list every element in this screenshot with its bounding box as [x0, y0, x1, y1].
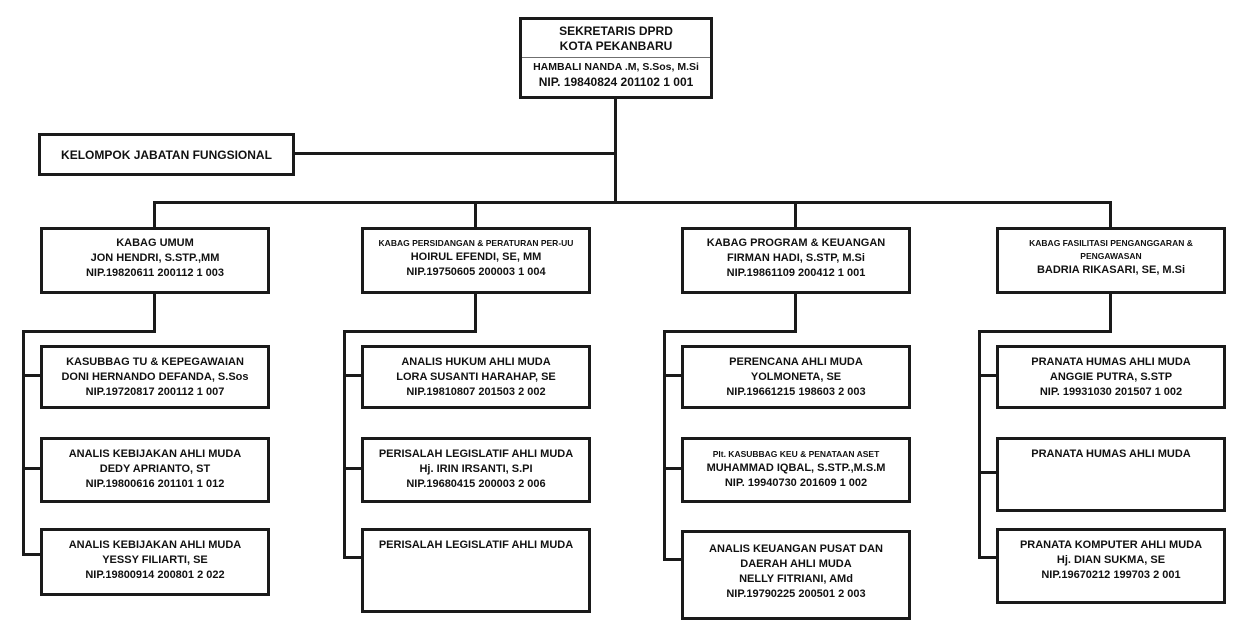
connector-stub-col2-2 — [343, 467, 361, 470]
connector-head-drop-col1 — [153, 293, 156, 333]
sub-title: KASUBBAG TU & KEPEGAWAIAN — [66, 356, 244, 368]
connector-drop-col1 — [153, 201, 156, 228]
head-title: KABAG PERSIDANGAN & PERATURAN PER-UU — [378, 238, 574, 248]
sub-name: DONI HERNANDO DEFANDA, S.Sos — [61, 371, 249, 383]
sub-nip: NIP. 19931030 201507 1 002 — [1039, 386, 1183, 398]
box-sekretaris-dprd: SEKRETARIS DPRD KOTA PEKANBARU HAMBALI N… — [519, 17, 713, 99]
sub-name: LORA SUSANTI HARAHAP, SE — [396, 371, 556, 383]
functional-group-label: KELOMPOK JABATAN FUNGSIONAL — [61, 147, 272, 162]
sub-nip: NIP.19810807 201503 2 002 — [406, 386, 546, 398]
sub-title: Plt. KASUBBAG KEU & PENATAAN ASET — [712, 449, 880, 459]
box-analis-kebijakan-2: ANALIS KEBIJAKAN AHLI MUDA YESSY FILIART… — [40, 528, 270, 596]
connector-stub-col4-1 — [978, 374, 996, 377]
connector-stub-col2-1 — [343, 374, 361, 377]
connector-jog-col1 — [22, 330, 156, 333]
box-plt-kasubbag-keu: Plt. KASUBBAG KEU & PENATAAN ASET MUHAMM… — [681, 437, 911, 503]
connector-stub-col1-2 — [22, 467, 40, 470]
box-kasubbag-tu-kepegawaian: KASUBBAG TU & KEPEGAWAIAN DONI HERNANDO … — [40, 345, 270, 409]
root-title-line1: SEKRETARIS DPRD — [559, 24, 673, 38]
connector-jog-col4 — [978, 330, 1112, 333]
head-title: KABAG FASILITASI PENGANGGARAN & PENGAWAS… — [1029, 238, 1193, 261]
sub-name: YESSY FILIARTI, SE — [102, 554, 208, 566]
head-nip: NIP.19861109 200412 1 001 — [726, 267, 866, 279]
connector-stub-col1-1 — [22, 374, 40, 377]
sub-nip: NIP.19670212 199703 2 001 — [1041, 569, 1181, 581]
root-name: HAMBALI NANDA .M, S.Sos, M.Si — [533, 61, 699, 73]
head-nip: NIP.19820611 200112 1 003 — [85, 267, 225, 279]
connector-spine-col1 — [22, 330, 25, 556]
sub-title: PERENCANA AHLI MUDA — [729, 356, 863, 368]
root-title-line2: KOTA PEKANBARU — [559, 39, 673, 53]
box-kabag-umum: KABAG UMUM JON HENDRI, S.STP.,MM NIP.198… — [40, 227, 270, 294]
connector-stub-col1-3 — [22, 553, 40, 556]
sub-title: PERISALAH LEGISLATIF AHLI MUDA — [378, 448, 574, 460]
sub-nip: NIP.19680415 200003 2 006 — [406, 478, 546, 490]
head-name: FIRMAN HADI, S.STP, M.Si — [727, 252, 865, 264]
sub-nip: NIP. 19940730 201609 1 002 — [724, 477, 868, 489]
sub-nip: NIP.19720817 200112 1 007 — [85, 386, 225, 398]
head-name: HOIRUL EFENDI, SE, MM — [410, 251, 542, 263]
box-pranata-komputer: PRANATA KOMPUTER AHLI MUDA Hj. DIAN SUKM… — [996, 528, 1226, 604]
connector-spine-col2 — [343, 330, 346, 559]
connector-spine-col3 — [663, 330, 666, 561]
connector-stub-col4-3 — [978, 556, 996, 559]
sub-name: NELLY FITRIANI, AMd — [739, 573, 853, 585]
root-nip: NIP. 19840824 201102 1 001 — [538, 75, 694, 89]
sub-name: Hj. DIAN SUKMA, SE — [1056, 554, 1166, 566]
connector-stub-col3-2 — [663, 467, 681, 470]
sub-nip: NIP.19661215 198603 2 003 — [726, 386, 866, 398]
box-analis-hukum: ANALIS HUKUM AHLI MUDA LORA SUSANTI HARA… — [361, 345, 591, 409]
sub-title: ANALIS KEBIJAKAN AHLI MUDA — [68, 448, 242, 460]
head-title: KABAG UMUM — [116, 237, 194, 249]
box-kabag-persidangan: KABAG PERSIDANGAN & PERATURAN PER-UU HOI… — [361, 227, 591, 294]
sub-name: ANGGIE PUTRA, S.STP — [1049, 371, 1173, 383]
head-name: BADRIA RIKASARI, SE, M.Si — [1036, 264, 1186, 276]
box-analis-keuangan: ANALIS KEUANGAN PUSAT DAN DAERAH AHLI MU… — [681, 530, 911, 620]
sub-name: Hj. IRIN IRSANTI, S.PI — [419, 463, 533, 475]
connector-stub-col4-2 — [978, 471, 996, 474]
sub-title: PRANATA KOMPUTER AHLI MUDA — [1019, 539, 1203, 551]
sub-name: YOLMONETA, SE — [750, 371, 842, 383]
box-pranata-humas-2: PRANATA HUMAS AHLI MUDA — [996, 437, 1226, 512]
box-perisalah-legislatif-2: PERISALAH LEGISLATIF AHLI MUDA — [361, 528, 591, 613]
sub-name: MUHAMMAD IQBAL, S.STP.,M.S.M — [706, 462, 886, 474]
connector-jog-col2 — [343, 330, 477, 333]
connector-stub-col2-3 — [343, 556, 361, 559]
sub-nip: NIP.19800616 201101 1 012 — [85, 478, 225, 490]
connector-drop-col3 — [794, 201, 797, 228]
sub-title: PRANATA HUMAS AHLI MUDA — [1031, 356, 1191, 368]
sub-title: PERISALAH LEGISLATIF AHLI MUDA — [378, 539, 574, 551]
sub-title: PRANATA HUMAS AHLI MUDA — [1031, 448, 1191, 460]
box-perencana: PERENCANA AHLI MUDA YOLMONETA, SE NIP.19… — [681, 345, 911, 409]
connector-functional-branch — [295, 152, 617, 155]
connector-jog-col3 — [663, 330, 797, 333]
box-perisalah-legislatif-1: PERISALAH LEGISLATIF AHLI MUDA Hj. IRIN … — [361, 437, 591, 503]
connector-head-drop-col3 — [794, 293, 797, 333]
head-nip: NIP.19750605 200003 1 004 — [406, 266, 546, 278]
connector-head-drop-col4 — [1109, 293, 1112, 333]
connector-spine-col4 — [978, 330, 981, 559]
box-kelompok-jabatan-fungsional: KELOMPOK JABATAN FUNGSIONAL — [38, 133, 295, 176]
box-kabag-program-keuangan: KABAG PROGRAM & KEUANGAN FIRMAN HADI, S.… — [681, 227, 911, 294]
root-divider — [522, 57, 710, 58]
connector-stub-col3-3 — [663, 558, 681, 561]
head-name: JON HENDRI, S.STP.,MM — [90, 252, 220, 264]
connector-distribution-bar — [154, 201, 1112, 204]
connector-drop-col4 — [1109, 201, 1112, 228]
sub-nip: NIP.19800914 200801 2 022 — [85, 569, 225, 581]
connector-head-drop-col2 — [474, 293, 477, 333]
connector-root-drop — [614, 98, 617, 204]
sub-title: ANALIS HUKUM AHLI MUDA — [401, 356, 551, 368]
box-pranata-humas-1: PRANATA HUMAS AHLI MUDA ANGGIE PUTRA, S.… — [996, 345, 1226, 409]
sub-name: DEDY APRIANTO, ST — [99, 463, 211, 475]
box-kabag-fasilitasi: KABAG FASILITASI PENGANGGARAN & PENGAWAS… — [996, 227, 1226, 294]
sub-title: ANALIS KEBIJAKAN AHLI MUDA — [68, 539, 242, 551]
box-analis-kebijakan-1: ANALIS KEBIJAKAN AHLI MUDA DEDY APRIANTO… — [40, 437, 270, 503]
sub-title: ANALIS KEUANGAN PUSAT DAN DAERAH AHLI MU… — [709, 543, 883, 570]
sub-nip: NIP.19790225 200501 2 003 — [726, 588, 866, 600]
connector-drop-col2 — [474, 201, 477, 228]
head-title: KABAG PROGRAM & KEUANGAN — [706, 237, 886, 249]
connector-stub-col3-1 — [663, 374, 681, 377]
